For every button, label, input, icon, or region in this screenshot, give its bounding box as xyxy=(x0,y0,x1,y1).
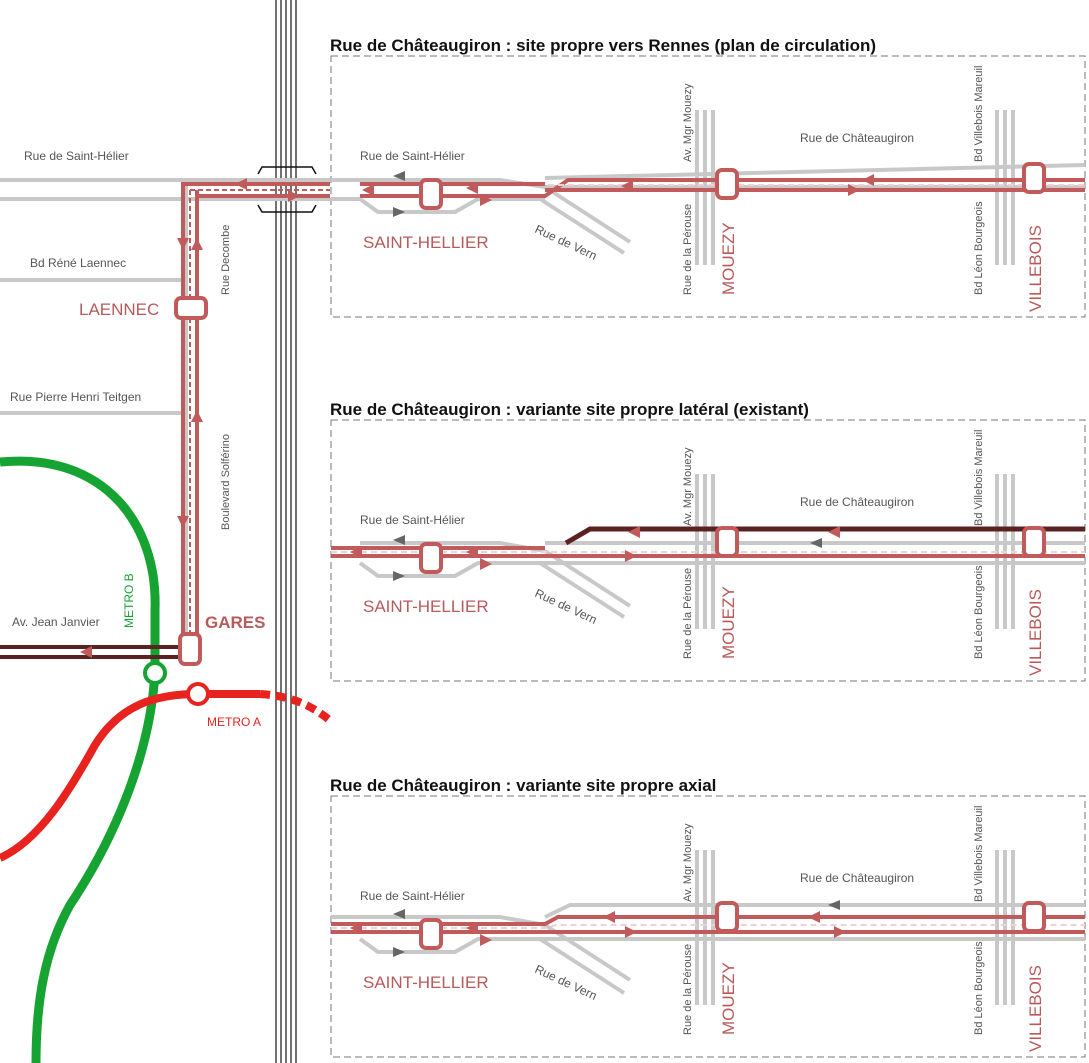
street-label-solferino: Boulevard Solférino xyxy=(220,434,232,530)
street-label-mouezy: Av. Mgr Mouezy xyxy=(682,447,694,526)
stop-label-mouezy: MOUEZY xyxy=(719,962,738,1035)
street-label-saint-helier: Rue de Saint-Hélier xyxy=(24,149,129,163)
stop-label-mouezy: MOUEZY xyxy=(719,222,738,295)
villebois-stop-marker xyxy=(1022,162,1046,194)
metro-a-line xyxy=(0,690,335,862)
panel-bus-route xyxy=(331,526,1085,558)
street-label-saint-helier: Rue de Saint-Hélier xyxy=(360,149,465,163)
panel-title: Rue de Châteaugiron : site propre vers R… xyxy=(330,36,876,55)
stop-label-laennec: LAENNEC xyxy=(79,300,159,319)
panel-grey-arrows xyxy=(393,535,822,581)
street-label-teitgen: Rue Pierre Henri Teitgen xyxy=(10,390,141,404)
street-label-saint-helier: Rue de Saint-Hélier xyxy=(360,513,465,527)
panel-grey-arrows xyxy=(393,900,840,957)
street-label-chateaugiron: Rue de Châteaugiron xyxy=(800,495,914,509)
stop-label-villebois: VILLEBOIS xyxy=(1026,225,1045,312)
mouezy-stop-marker xyxy=(715,526,739,558)
street-label-mouezy: Av. Mgr Mouezy xyxy=(682,83,694,162)
gares-stop-marker xyxy=(178,632,202,666)
stop-label-gares: GARES xyxy=(205,613,265,632)
panel-1: Rue de Châteaugiron : site propre vers R… xyxy=(330,36,1086,318)
metro-b-line xyxy=(0,456,160,1063)
street-label-vern: Rue de Vern xyxy=(533,586,599,627)
saint-hellier-stop-marker xyxy=(419,178,443,210)
panel-frame xyxy=(330,419,1086,682)
panel-2: Rue de Châteaugiron : variante site prop… xyxy=(330,400,1086,682)
left-roads xyxy=(0,178,330,650)
street-label-mouezy: Av. Mgr Mouezy xyxy=(682,823,694,902)
mouezy-stop-marker xyxy=(715,901,739,933)
panel-title: Rue de Châteaugiron : variante site prop… xyxy=(330,400,809,419)
panel-title: Rue de Châteaugiron : variante site prop… xyxy=(330,776,716,795)
stop-label-villebois: VILLEBOIS xyxy=(1026,589,1045,676)
street-label-vern: Rue de Vern xyxy=(533,962,599,1003)
panel-direction-arrows xyxy=(350,911,846,946)
stop-label-villebois: VILLEBOIS xyxy=(1026,965,1045,1052)
stop-label-saint-hellier: SAINT-HELLIER xyxy=(363,233,489,252)
villebois-stop-marker xyxy=(1022,526,1046,558)
road-bridge xyxy=(257,166,317,213)
metro-b-station xyxy=(143,661,167,685)
street-label-decombe: Rue Decombe xyxy=(220,225,232,295)
street-label-perouse: Rue de la Pérouse xyxy=(682,944,694,1035)
laennec-stop-marker xyxy=(174,296,208,320)
saint-hellier-stop-marker xyxy=(419,918,443,950)
panel-direction-arrows xyxy=(350,526,840,570)
street-label-mareuil: Bd Villebois Mareuil xyxy=(973,66,985,162)
left-direction-arrows xyxy=(80,178,300,658)
panel-grey-arrows xyxy=(393,171,405,217)
street-label-mareuil: Bd Villebois Mareuil xyxy=(973,806,985,902)
street-label-vern: Rue de Vern xyxy=(533,222,599,263)
panel-3: Rue de Châteaugiron : variante site prop… xyxy=(330,776,1086,1058)
villebois-stop-marker xyxy=(1022,901,1046,933)
street-label-bourgeois: Bd Léon Bourgeois xyxy=(973,201,985,295)
street-label-chateaugiron: Rue de Châteaugiron xyxy=(800,871,914,885)
street-label-bourgeois: Bd Léon Bourgeois xyxy=(973,565,985,659)
street-label-janvier: Av. Jean Janvier xyxy=(12,615,100,629)
railway-tracks xyxy=(275,0,297,1063)
stop-label-saint-hellier: SAINT-HELLIER xyxy=(363,973,489,992)
panel-direction-arrows xyxy=(362,174,874,206)
panel-roads xyxy=(331,110,1086,265)
metro-b-label: METRO B xyxy=(122,573,136,628)
street-label-perouse: Rue de la Pérouse xyxy=(682,204,694,295)
metro-a-label: METRO A xyxy=(207,715,261,729)
street-label-bourgeois: Bd Léon Bourgeois xyxy=(973,941,985,1035)
mouezy-stop-marker xyxy=(715,168,739,200)
metro-a-station xyxy=(186,682,210,706)
panel-bus-route xyxy=(331,915,1085,934)
street-label-laennec: Bd Réné Laennec xyxy=(30,256,126,270)
street-label-saint-helier: Rue de Saint-Hélier xyxy=(360,889,465,903)
street-label-mareuil: Bd Villebois Mareuil xyxy=(973,430,985,526)
panel-frame xyxy=(330,795,1086,1058)
street-label-perouse: Rue de la Pérouse xyxy=(682,568,694,659)
saint-hellier-stop-marker xyxy=(419,542,443,574)
stop-label-saint-hellier: SAINT-HELLIER xyxy=(363,597,489,616)
street-label-chateaugiron: Rue de Châteaugiron xyxy=(800,131,914,145)
panel-bus-route xyxy=(360,178,1085,198)
stop-label-mouezy: MOUEZY xyxy=(719,586,738,659)
